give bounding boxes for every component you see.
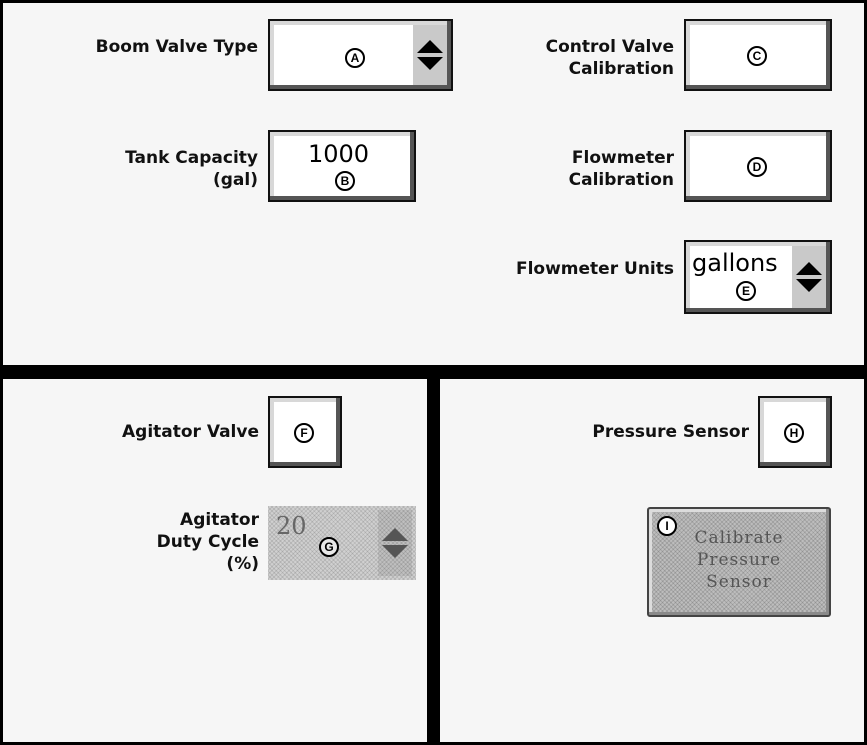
agitator-duty-cycle-field[interactable]: 20 G bbox=[268, 506, 416, 580]
flowmeter-units-field[interactable]: gallons E bbox=[684, 240, 832, 314]
up-arrow-icon[interactable] bbox=[417, 40, 443, 53]
agitator-duty-cycle-label: Agitator Duty Cycle (%) bbox=[156, 510, 259, 574]
marker-h: H bbox=[784, 423, 804, 443]
marker-b: B bbox=[335, 171, 355, 191]
flowmeter-units-label: Flowmeter Units bbox=[515, 259, 674, 279]
marker-e: E bbox=[736, 281, 756, 301]
marker-c: C bbox=[747, 46, 767, 66]
flowmeter-calibration-label: Flowmeter Calibration bbox=[568, 148, 674, 190]
down-arrow-icon[interactable] bbox=[796, 279, 822, 292]
down-arrow-icon[interactable] bbox=[417, 57, 443, 70]
flowmeter-units-spinner[interactable] bbox=[792, 246, 826, 308]
agitator-valve-field[interactable]: F bbox=[268, 396, 342, 468]
pressure-sensor-label: Pressure Sensor bbox=[592, 422, 749, 442]
tank-capacity-label: Tank Capacity (gal) bbox=[125, 148, 258, 190]
flowmeter-calibration-field[interactable]: D bbox=[684, 130, 832, 202]
control-valve-calibration-field[interactable]: C bbox=[684, 19, 832, 91]
flowmeter-units-value: gallons bbox=[692, 249, 778, 277]
down-arrow-icon[interactable] bbox=[382, 545, 408, 558]
up-arrow-icon[interactable] bbox=[382, 528, 408, 541]
up-arrow-icon[interactable] bbox=[796, 262, 822, 275]
pressure-panel: Pressure Sensor H I Calibrate Pressure S… bbox=[440, 379, 864, 742]
agitator-panel: Agitator Valve F Agitator Duty Cycle (%)… bbox=[3, 379, 427, 742]
calibrate-button-label: Calibrate Pressure Sensor bbox=[694, 528, 784, 592]
boom-valve-type-field[interactable]: A bbox=[268, 19, 453, 91]
marker-f: F bbox=[294, 423, 314, 443]
marker-g: G bbox=[319, 537, 339, 557]
boom-valve-type-label: Boom Valve Type bbox=[95, 37, 258, 57]
tank-capacity-value: 1000 bbox=[308, 140, 370, 168]
marker-a: A bbox=[345, 48, 365, 68]
control-valve-calibration-label: Control Valve Calibration bbox=[545, 37, 674, 79]
top-settings-panel: Boom Valve Type A Tank Capacity (gal) 10… bbox=[3, 3, 864, 365]
calibrate-pressure-sensor-button[interactable]: I Calibrate Pressure Sensor bbox=[647, 507, 831, 617]
tank-capacity-field[interactable]: 1000 B bbox=[268, 130, 416, 202]
marker-d: D bbox=[747, 157, 767, 177]
boom-valve-type-spinner[interactable] bbox=[413, 25, 447, 85]
agitator-duty-cycle-value: 20 bbox=[276, 512, 307, 540]
marker-i: I bbox=[657, 516, 677, 536]
agitator-valve-label: Agitator Valve bbox=[122, 422, 259, 442]
agitator-duty-cycle-spinner[interactable] bbox=[378, 510, 412, 576]
pressure-sensor-field[interactable]: H bbox=[758, 396, 832, 468]
